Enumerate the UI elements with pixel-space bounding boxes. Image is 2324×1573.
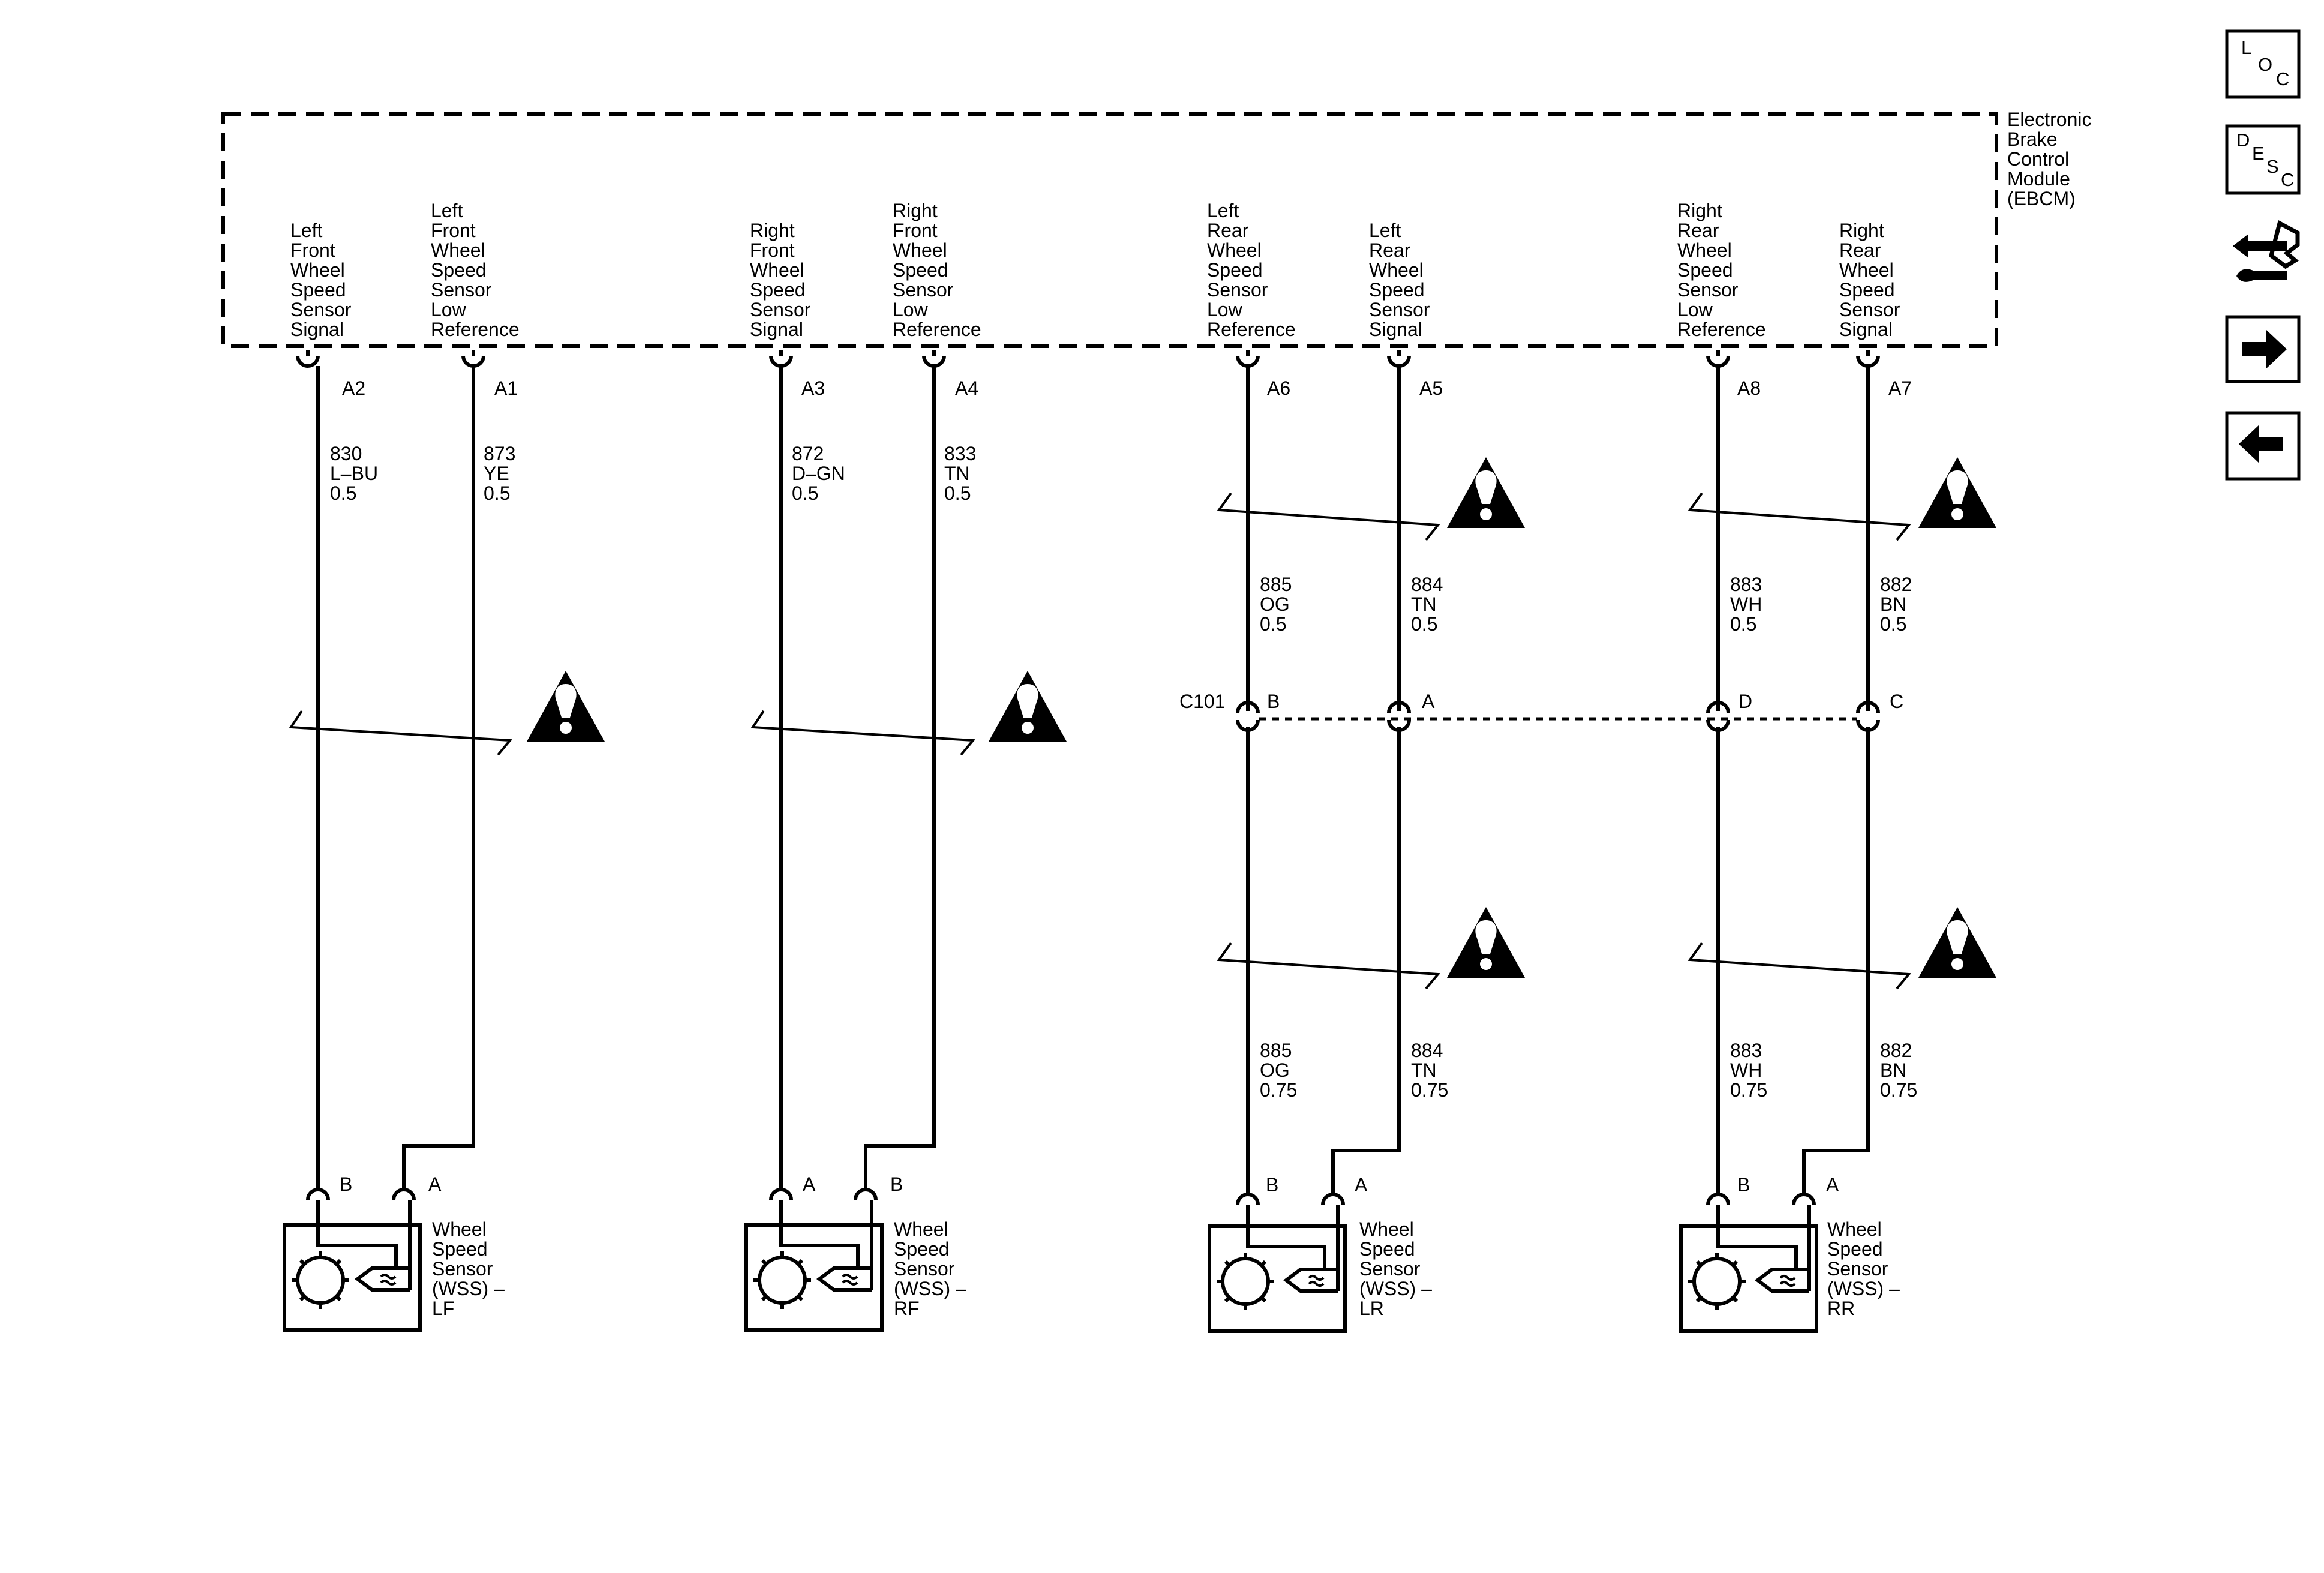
svg-text:O: O: [2258, 54, 2272, 75]
circuit-884-upper-label: 884 TN 0.5: [1411, 574, 1448, 635]
circuit-833-label: 833 TN 0.5: [944, 443, 981, 504]
previous-arrow-icon[interactable]: [2225, 411, 2301, 481]
svg-text:C: C: [2281, 169, 2294, 190]
c101-connector-label: C101: [1179, 691, 1226, 712]
circuit-883-lower-label: 883 WH 0.75: [1730, 1040, 1767, 1101]
twisted-pair-marks: [289, 492, 1912, 990]
circuit-883-upper-label: 883 WH 0.5: [1730, 574, 1767, 635]
sensor-rf-pin-left: A: [803, 1173, 816, 1195]
sensor-rf-name: Wheel Speed Sensor (WSS) – RF: [894, 1218, 972, 1319]
sensor-lf-pin-left: B: [340, 1173, 352, 1195]
sensor-rf: A B Wheel Speed Sensor (WSS) – RF: [744, 1173, 972, 1332]
terminal-label-a5: Left Rear Wheel Speed Sensor Signal: [1369, 220, 1435, 340]
c101-terminal-cups: [1236, 701, 1880, 732]
ebcm-module-name: Electronic Brake Control Module (EBCM): [2007, 109, 2097, 209]
pin-label-a6: A6: [1267, 377, 1290, 399]
wire-873: [402, 366, 475, 1188]
pin-label-a1: A1: [494, 377, 518, 399]
sensor-lf-name: Wheel Speed Sensor (WSS) – LF: [432, 1218, 510, 1319]
sensor-rf-pin-right: B: [890, 1173, 903, 1195]
pin-label-a7: A7: [1888, 377, 1912, 399]
pin-label-a4: A4: [955, 377, 978, 399]
sensor-lf-pin-right: A: [428, 1173, 442, 1195]
desc-button[interactable]: D E S C: [2225, 124, 2301, 195]
sensor-lr-pin-right: A: [1355, 1174, 1368, 1196]
pin-label-a5: A5: [1419, 377, 1443, 399]
warning-icon[interactable]: [1447, 907, 1525, 978]
circuit-882-upper-label: 882 BN 0.5: [1880, 574, 1917, 635]
circuit-872-label: 872 D–GN 0.5: [792, 443, 851, 504]
circuit-885-upper-label: 885 OG 0.5: [1260, 574, 1297, 635]
svg-text:L: L: [2241, 37, 2251, 58]
circuit-873-label: 873 YE 0.5: [484, 443, 521, 504]
svg-text:S: S: [2266, 156, 2279, 177]
circuit-830-label: 830 L–BU 0.5: [330, 443, 383, 504]
pin-label-a3: A3: [801, 377, 825, 399]
sensor-lr-pin-left: B: [1266, 1174, 1278, 1196]
loc-button[interactable]: L O C: [2225, 29, 2301, 99]
wire-833: [864, 366, 936, 1188]
terminal-label-a1: Left Front Wheel Speed Sensor Low Refere…: [431, 200, 520, 340]
circuit-885-lower-label: 885 OG 0.75: [1260, 1040, 1297, 1101]
connector-view-icon[interactable]: [2233, 220, 2300, 282]
circuit-882-lower-label: 882 BN 0.75: [1880, 1040, 1917, 1101]
wire-884-lower: [1331, 727, 1401, 1193]
terminal-label-a4: Right Front Wheel Speed Sensor Low Refer…: [893, 200, 981, 340]
sensor-rr-pin-left: B: [1737, 1174, 1750, 1196]
terminal-label-a6: Left Rear Wheel Speed Sensor Low Referen…: [1207, 200, 1296, 340]
next-arrow-icon[interactable]: [2225, 315, 2301, 383]
sensor-rr-name: Wheel Speed Sensor (WSS) – RR: [1827, 1218, 1905, 1319]
ebcm-terminal-cups: [296, 350, 1880, 368]
warning-icon[interactable]: [1918, 457, 1996, 528]
warning-icon[interactable]: [1447, 457, 1525, 528]
c101-pin-a: A: [1422, 691, 1435, 712]
warning-icon[interactable]: [989, 671, 1067, 742]
c101-pin-c: C: [1890, 691, 1903, 712]
pin-label-a2: A2: [342, 377, 365, 399]
sensor-lf: B A Wheel Speed Sensor (WSS) – LF: [283, 1173, 510, 1332]
c101-pin-b: B: [1267, 691, 1280, 712]
terminal-label-a8: Right Rear Wheel Speed Sensor Low Refere…: [1677, 200, 1766, 340]
c101-pin-d: D: [1739, 691, 1752, 712]
circuit-884-lower-label: 884 TN 0.75: [1411, 1040, 1448, 1101]
warning-icon[interactable]: [527, 671, 605, 742]
terminal-label-a3: Right Front Wheel Speed Sensor Signal: [750, 220, 816, 340]
wire-882-lower: [1802, 727, 1870, 1193]
sensor-rr: B A Wheel Speed Sensor (WSS) – RR: [1679, 1174, 1905, 1333]
terminal-label-a7: Right Rear Wheel Speed Sensor Signal: [1839, 220, 1905, 340]
pin-label-a8: A8: [1737, 377, 1761, 399]
svg-text:C: C: [2276, 68, 2289, 89]
svg-text:E: E: [2252, 143, 2265, 164]
sensor-lr: B A Wheel Speed Sensor (WSS) – LR: [1208, 1174, 1437, 1333]
svg-text:D: D: [2236, 130, 2250, 151]
ebcm-module-box: [221, 112, 1998, 348]
warning-icon[interactable]: [1918, 907, 1996, 978]
sensor-lr-name: Wheel Speed Sensor (WSS) – LR: [1359, 1218, 1437, 1319]
sensor-rr-pin-right: A: [1826, 1174, 1839, 1196]
terminal-label-a2: Left Front Wheel Speed Sensor Signal: [290, 220, 356, 340]
